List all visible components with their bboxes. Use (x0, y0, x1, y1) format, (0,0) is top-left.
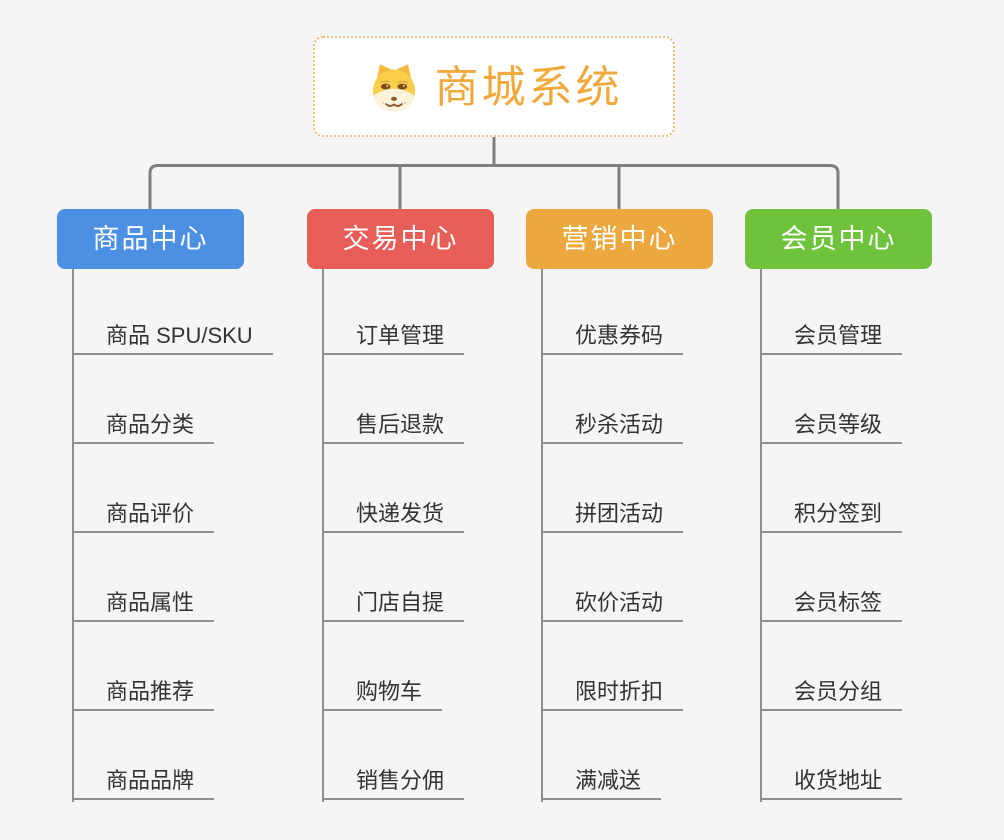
branch-node-product-center[interactable]: 商品中心 (57, 209, 244, 269)
leaf-node[interactable]: 会员分组 (762, 673, 903, 711)
branch-node-marketing-center[interactable]: 营销中心 (526, 209, 713, 269)
leaf-node[interactable]: 会员等级 (762, 406, 903, 444)
branch-column-marketing-center: 优惠券码秒杀活动拼团活动砍价活动限时折扣满减送 (541, 269, 684, 802)
shiba-dog-icon (372, 63, 415, 111)
leaf-node[interactable]: 拼团活动 (543, 495, 684, 533)
leaf-node[interactable]: 购物车 (324, 673, 443, 711)
leaf-node[interactable]: 满减送 (543, 762, 662, 800)
branch-node-member-center[interactable]: 会员中心 (745, 209, 932, 269)
branch-label: 营销中心 (561, 223, 678, 254)
leaf-node[interactable]: 快递发货 (324, 495, 465, 533)
root-title: 商城系统 (434, 62, 623, 112)
leaf-node[interactable]: 销售分佣 (324, 762, 465, 800)
leaf-node[interactable]: 商品 SPU/SKU (74, 317, 273, 355)
leaf-node[interactable]: 会员标签 (762, 584, 903, 622)
leaf-node[interactable]: 砍价活动 (543, 584, 684, 622)
leaf-node[interactable]: 收货地址 (762, 762, 903, 800)
leaf-node[interactable]: 会员管理 (762, 317, 903, 355)
leaf-node[interactable]: 商品分类 (74, 406, 215, 444)
leaf-node[interactable]: 商品推荐 (74, 673, 215, 711)
leaf-node[interactable]: 售后退款 (324, 406, 465, 444)
leaf-node[interactable]: 限时折扣 (543, 673, 684, 711)
branch-column-product-center: 商品 SPU/SKU 商品分类商品评价商品属性商品推荐商品品牌 (72, 269, 273, 802)
branch-label: 交易中心 (342, 223, 459, 254)
branch-label: 商品中心 (92, 223, 209, 254)
leaf-node[interactable]: 优惠券码 (543, 317, 684, 355)
leaf-node[interactable]: 商品品牌 (74, 762, 215, 800)
leaf-node[interactable]: 商品属性 (74, 584, 215, 622)
branch-column-trade-center: 订单管理售后退款快递发货门店自提购物车销售分佣 (322, 269, 465, 802)
leaf-node[interactable]: 秒杀活动 (543, 406, 684, 444)
branch-label: 会员中心 (780, 223, 897, 254)
branch-node-trade-center[interactable]: 交易中心 (307, 209, 494, 269)
branch-column-member-center: 会员管理会员等级积分签到会员标签会员分组收货地址 (760, 269, 903, 802)
leaf-node[interactable]: 门店自提 (324, 584, 465, 622)
root-node[interactable]: 商城系统 (313, 36, 675, 137)
leaf-node[interactable]: 订单管理 (324, 317, 465, 355)
leaf-node[interactable]: 商品评价 (74, 495, 215, 533)
leaf-node[interactable]: 积分签到 (762, 495, 903, 533)
